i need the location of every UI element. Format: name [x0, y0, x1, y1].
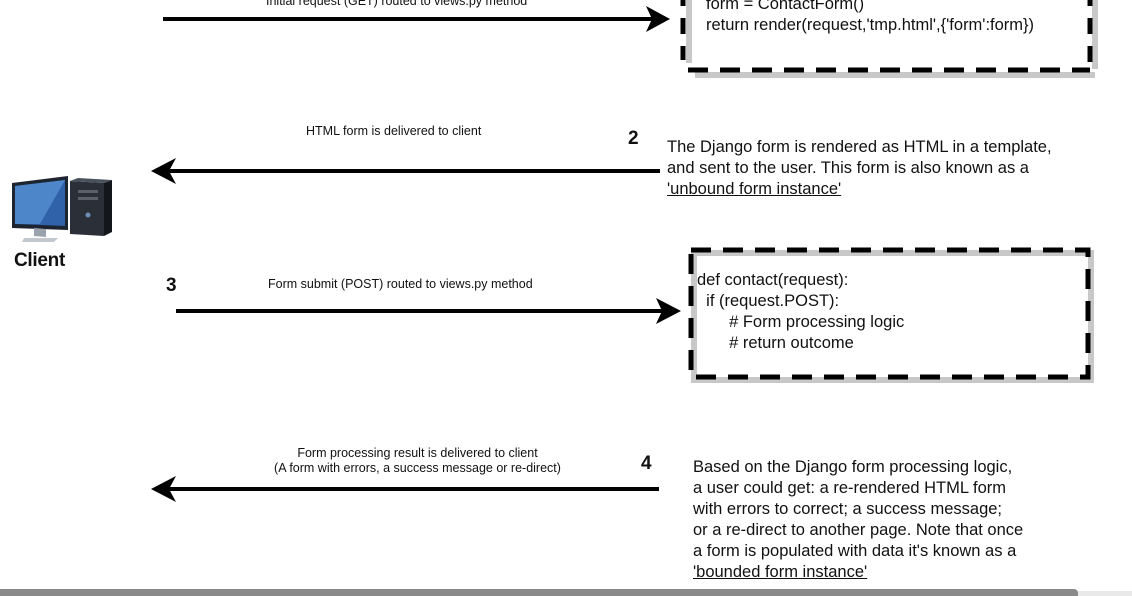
code-box-1	[680, 0, 1098, 78]
request-arrow-1	[163, 6, 670, 32]
code-snippet-3: def contact(request): if (request.POST):…	[697, 270, 904, 354]
arrow-label-3: Form submit (POST) routed to views.py me…	[268, 277, 533, 291]
client-label: Client	[14, 250, 65, 271]
step-description-4: Based on the Django form processing logi…	[693, 457, 1023, 583]
code-line: # return outcome	[697, 334, 854, 352]
unbound-form-instance-term: 'unbound form instance'	[667, 180, 842, 198]
description-line: a form is populated with data it's known…	[693, 542, 1017, 560]
request-arrow-3	[176, 298, 681, 324]
code-box-3	[688, 247, 1094, 383]
response-arrow-4	[151, 476, 659, 502]
code-line: def contact(request):	[697, 271, 849, 289]
desktop-computer-icon	[12, 176, 112, 242]
step-number-4: 4	[641, 453, 652, 474]
step-number-2: 2	[628, 128, 639, 149]
description-line: Based on the Django form processing logi…	[693, 458, 1013, 476]
code-line: if (request.POST):	[697, 292, 840, 310]
description-line: or a re-direct to another page. Note tha…	[693, 521, 1024, 539]
arrow-label-2: HTML form is delivered to client	[306, 124, 482, 138]
arrow-label-4: Form processing result is delivered to c…	[240, 446, 595, 476]
horizontal-scrollbar[interactable]	[0, 589, 1078, 596]
arrow-label-1: Initial request (GET) routed to views.py…	[266, 0, 528, 8]
step-number-3: 3	[166, 275, 177, 296]
code-line: # Form processing logic	[697, 313, 905, 331]
description-line: The Django form is rendered as HTML in a…	[667, 138, 1052, 156]
arrow-label-4-line1: Form processing result is delivered to c…	[297, 446, 538, 460]
code-line: return render(request,'tmp.html',{'form'…	[706, 16, 1035, 34]
description-line: and sent to the user. This form is also …	[667, 159, 1029, 177]
code-line: form = ContactForm()	[706, 0, 865, 13]
description-line: a user could get: a re-rendered HTML for…	[693, 479, 1007, 497]
step-description-2: The Django form is rendered as HTML in a…	[667, 137, 1052, 200]
bounded-form-instance-term: 'bounded form instance'	[693, 563, 868, 581]
response-arrow-2	[151, 158, 660, 184]
code-snippet-1: form = ContactForm() return render(reque…	[706, 0, 1034, 36]
arrow-label-4-line2: (A form with errors, a success message o…	[274, 461, 561, 475]
description-line: with errors to correct; a success messag…	[693, 500, 1003, 518]
scrollbar-track	[1078, 591, 1132, 596]
